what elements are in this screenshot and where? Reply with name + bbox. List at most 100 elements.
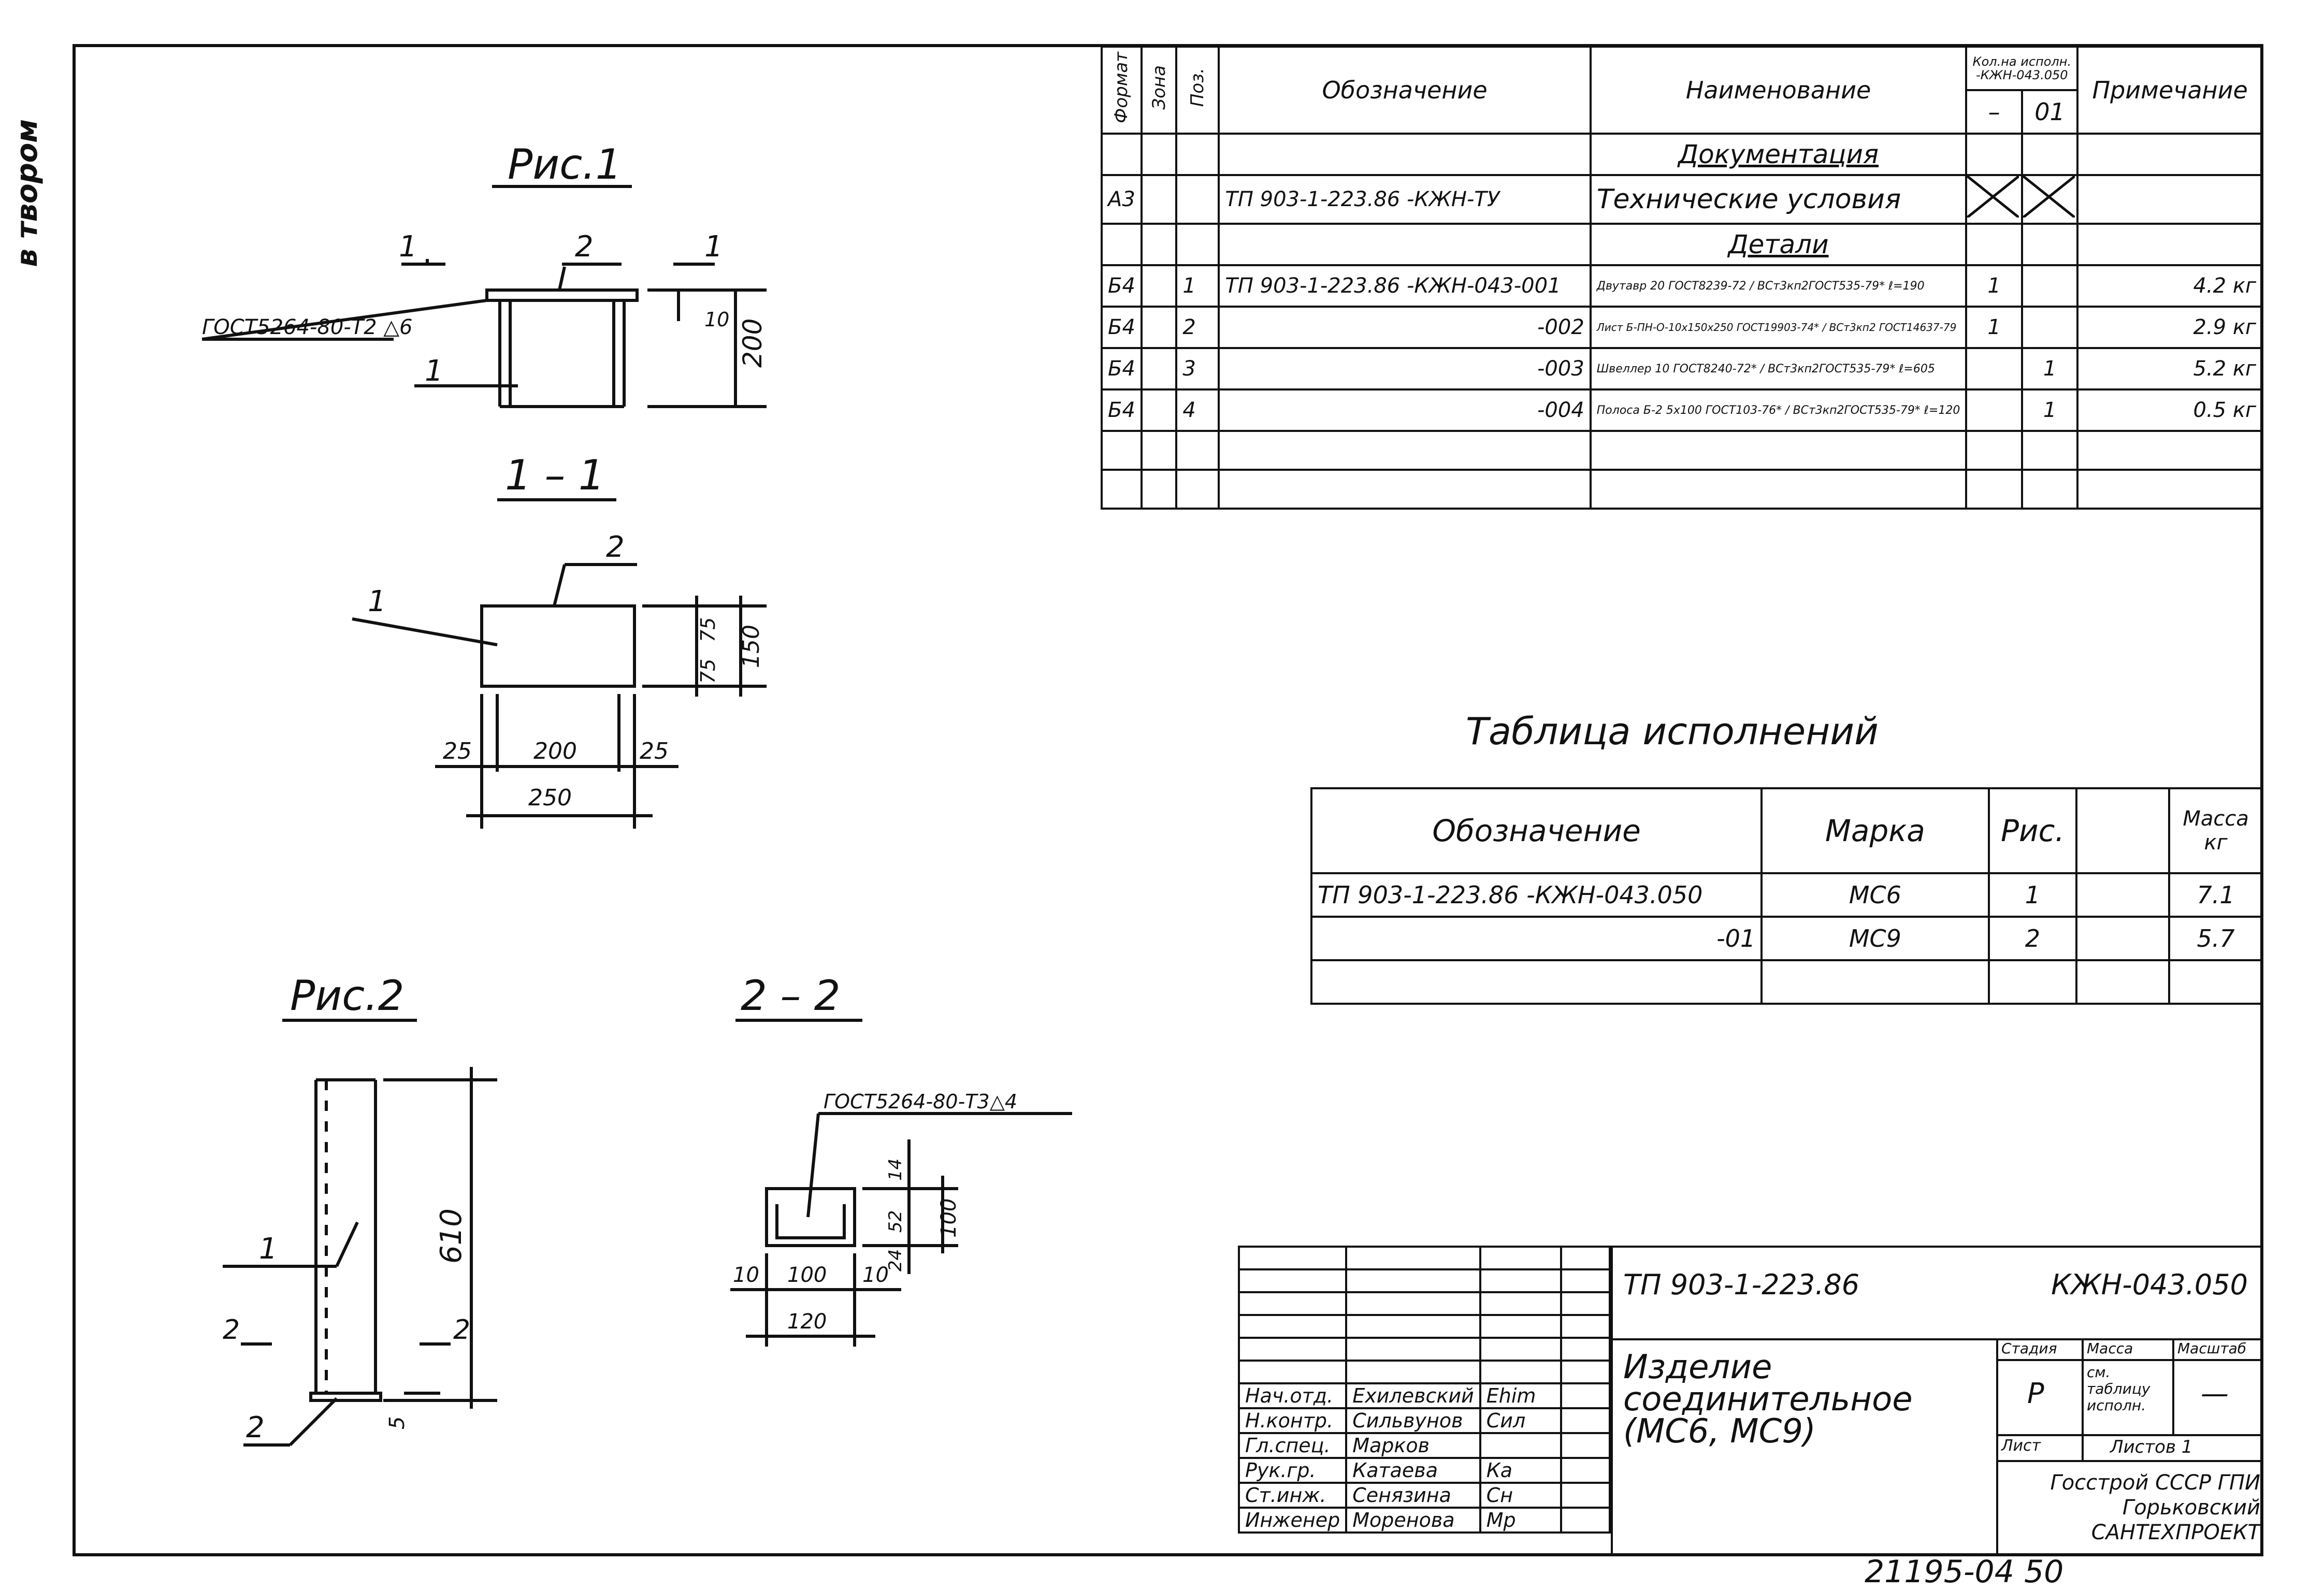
spec-head-format: Формат <box>1101 46 1143 135</box>
drawings: Рис.1 1 1 2 ГОСТ5264-80-Т2 △6 1 10 200 1… <box>201 140 1072 1447</box>
spec-row-q1 <box>1965 388 2023 432</box>
exe-table-title: Таблица исполнений <box>1466 710 1879 753</box>
exe-row-mass: 5.7 <box>2168 916 2263 961</box>
spec-row-name: Лист Б-ПН-О-10х150х250 ГОСТ19903-74* / В… <box>1589 306 1968 349</box>
fig2-title: Рис.2 <box>290 972 405 1020</box>
spec-section-docs: Документация <box>1589 133 1968 176</box>
sec11-title: 1 – 1 <box>505 451 605 499</box>
spec-row-q1: 1 <box>1965 306 2023 349</box>
staff-sign: Ка <box>1479 1457 1563 1484</box>
fig1-pos2: 2 <box>575 230 594 264</box>
spec-section-details: Детали <box>1589 223 1968 266</box>
tb-scale-value: — <box>2201 1377 2229 1410</box>
staff-role: Н.контр. <box>1237 1407 1348 1434</box>
exe-head-designation: Обозначение <box>1310 787 1763 874</box>
tb-sheet-label: Лист <box>2001 1437 2041 1455</box>
sec22-dim-10a: 10 <box>733 1263 759 1287</box>
staff-name: Катаева <box>1345 1457 1481 1484</box>
staff-sign: Сн <box>1479 1482 1563 1509</box>
exe-head-mark: Марка <box>1760 787 1990 874</box>
spec-row-note: 4.2 кг <box>2076 264 2263 308</box>
spec-head-qty-dash: – <box>1965 89 2023 135</box>
fig2-pos1: 1 <box>259 1232 278 1266</box>
spec-head-pos: Поз. <box>1175 46 1220 135</box>
spec-row-designation: -003 <box>1218 347 1592 391</box>
exe-row-designation: -01 <box>1310 916 1763 961</box>
fig1-pos1: 1 <box>425 354 443 388</box>
staff-role: Гл.спец. <box>1237 1432 1348 1459</box>
sec22-title: 2 – 2 <box>741 972 841 1020</box>
fig2-pos2: 2 <box>246 1411 265 1444</box>
sec22-weld: ГОСТ5264-80-Т3△4 <box>824 1090 1017 1113</box>
tb-stage-label: Стадия <box>2001 1340 2057 1357</box>
fig1-dim-10: 10 <box>704 308 729 331</box>
spec-row-note: 2.9 кг <box>2076 306 2263 349</box>
fig1-sec-right: 1 <box>704 230 723 264</box>
staff-role: Ст.инж. <box>1237 1482 1348 1509</box>
staff-name: Моренова <box>1345 1507 1481 1534</box>
spec-row-q1: 1 <box>1965 264 2023 308</box>
sec22-dim-120: 120 <box>787 1310 827 1334</box>
spec-row-note: 5.2 кг <box>2076 347 2263 391</box>
exe-row-mark: МС6 <box>1760 872 1990 918</box>
tb-stage-value: Р <box>2027 1377 2044 1410</box>
footer-number: 21195-04 50 <box>1865 1554 2064 1590</box>
tb-doc-code: КЖН-043.050 <box>2051 1268 2248 1301</box>
exe-head-fig: Рис. <box>1987 787 2078 874</box>
exe-table: Обозначение Марка Рис. Масса кг ТП 903-1… <box>1310 787 2263 1005</box>
tb-mass-value: см. таблицу исполн. <box>2087 1364 2150 1414</box>
staff-sign: Мр <box>1479 1507 1563 1534</box>
exe-row-designation: ТП 903-1-223.86 -КЖН-043.050 <box>1310 872 1763 918</box>
exe-head-mass: Масса кг <box>2168 787 2263 874</box>
sec22-dim-24: 24 <box>885 1249 906 1271</box>
fig2-dim-610: 610 <box>435 1208 468 1264</box>
spec-row-format: Б4 <box>1101 388 1143 432</box>
sec11-dim-75a: 75 <box>697 617 719 642</box>
staff-sign: Ehim <box>1479 1382 1563 1409</box>
spec-head-name: Наименование <box>1589 46 1968 135</box>
sec22-dim-100v: 100 <box>937 1198 961 1238</box>
tb-mass-label: Масса <box>2087 1340 2133 1357</box>
spec-table: Формат Зона Поз. Обозначение Наименовани… <box>1101 46 2263 510</box>
spec-row-format: Б4 <box>1101 306 1143 349</box>
fig1-title: Рис.1 <box>508 140 622 189</box>
sec22-dim-52: 52 <box>885 1210 906 1233</box>
spec-row-q2: 1 <box>2020 347 2079 391</box>
spec-row-format: Б4 <box>1101 264 1143 308</box>
sec11-dim-200: 200 <box>533 738 577 764</box>
sec22-dim-14: 14 <box>885 1159 906 1181</box>
spec-head-qty-01: 01 <box>2020 89 2079 135</box>
spec-row-pos: 1 <box>1175 264 1220 308</box>
sec22-dim-10b: 10 <box>862 1263 889 1287</box>
spec-row-name: Швеллер 10 ГОСТ8240-72* / ВСт3кп2ГОСТ535… <box>1589 347 1968 391</box>
spec-head-designation: Обозначение <box>1218 46 1592 135</box>
staff-name: Марков <box>1345 1432 1481 1459</box>
sec11-dim-25b: 25 <box>640 738 669 764</box>
exe-row-fig: 2 <box>1987 916 2078 961</box>
tb-sheets-label: Листов 1 <box>2110 1437 2193 1457</box>
spec-row-q2: 1 <box>2020 388 2079 432</box>
sec11-dim-25a: 25 <box>443 738 472 764</box>
staff-role: Рук.гр. <box>1237 1457 1348 1484</box>
fig2-dim-5: 5 <box>385 1416 409 1429</box>
staff-name: Сильвунов <box>1345 1407 1481 1434</box>
spec-head-zone: Зона <box>1140 46 1178 135</box>
spec-row-q2 <box>2020 264 2079 308</box>
fig1-weld: ГОСТ5264-80-Т2 △6 <box>202 315 413 339</box>
spec-row-pos: 3 <box>1175 347 1220 391</box>
spec-row-cross-1 <box>1965 174 2023 225</box>
tb-name: Изделие соединительное (МС6, МС9) <box>1623 1348 1913 1451</box>
fig2-sec-left: 2 <box>223 1314 240 1346</box>
spec-row-format: Б4 <box>1101 347 1143 391</box>
tb-org: Госстрой СССР ГПИ Горьковский САНТЕХПРОЕ… <box>2050 1471 2260 1544</box>
spec-row-q1 <box>1965 347 2023 391</box>
exe-row-blank <box>2075 872 2171 918</box>
spec-row-pos: 2 <box>1175 306 1220 349</box>
spec-row-note: 0.5 кг <box>2076 388 2263 432</box>
spec-head-qty: Кол.на исполн. -КЖН-043.050 <box>1965 46 2079 91</box>
spec-head-note: Примечание <box>2076 46 2263 135</box>
exe-row-mark: МС9 <box>1760 916 1990 961</box>
sec11-dim-75b: 75 <box>697 659 719 684</box>
